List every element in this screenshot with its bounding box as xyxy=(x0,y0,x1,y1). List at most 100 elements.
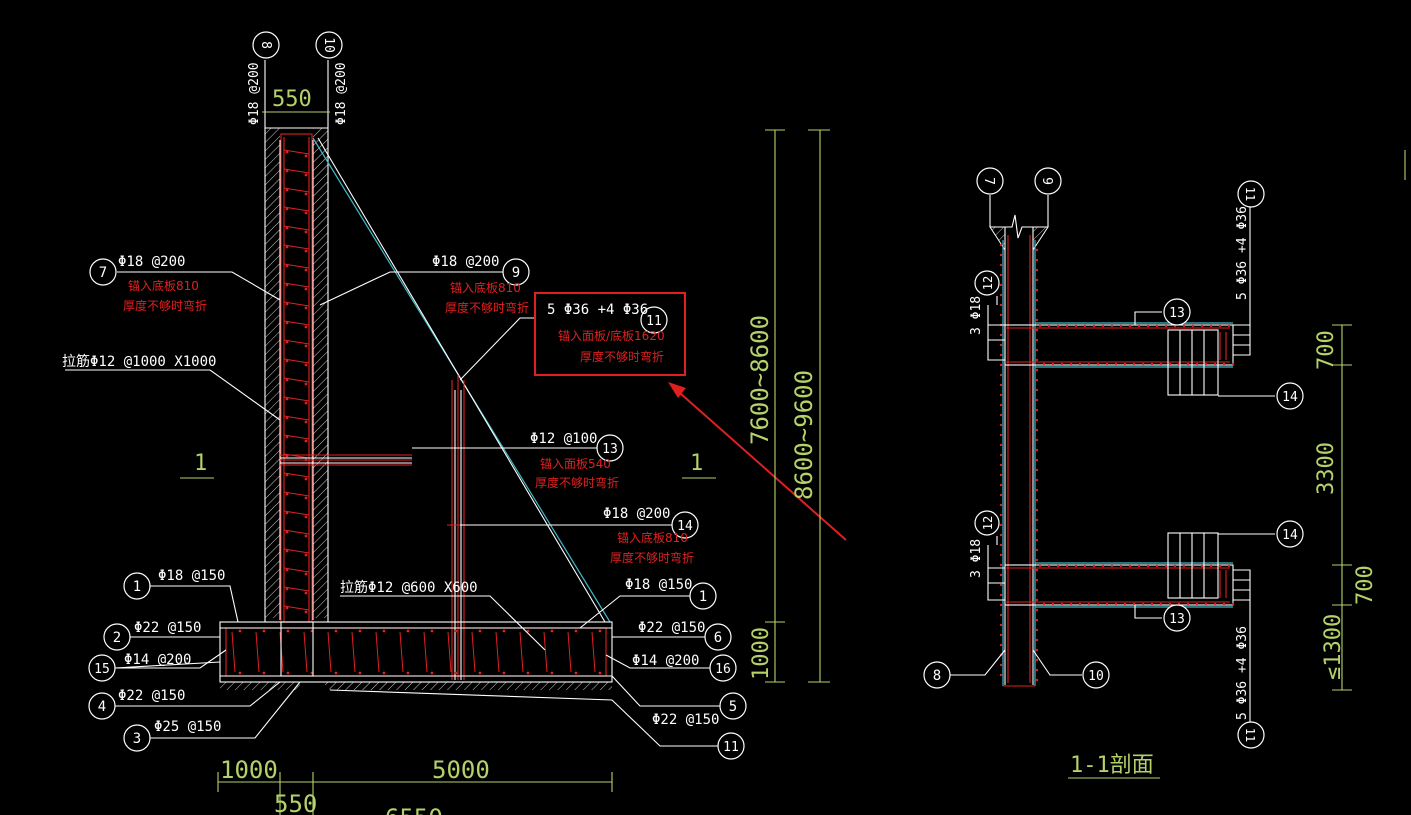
rebar-dot xyxy=(1074,564,1078,568)
rebar-dot xyxy=(1218,564,1222,568)
rebar-dot xyxy=(1042,362,1046,366)
section-bubble-10: 10 xyxy=(1082,661,1110,689)
rebar-dot xyxy=(454,671,458,675)
rebar-dot xyxy=(1078,362,1082,366)
bubble-1-left: 1 xyxy=(123,572,151,600)
rebar-dot xyxy=(1078,602,1082,606)
red-arrow-line xyxy=(671,385,847,541)
label-r4: Φ22 @150 xyxy=(118,688,185,704)
wall-tie-bar xyxy=(283,244,310,250)
rebar-dot xyxy=(526,629,530,633)
rebar-dot xyxy=(304,363,308,367)
svg-text:1: 1 xyxy=(699,589,707,605)
rebar-dot xyxy=(1035,608,1039,612)
rebar-dot xyxy=(1200,564,1204,568)
rebar-dot xyxy=(574,629,578,633)
rebar-dot xyxy=(1227,564,1231,568)
dim-550-top: 550 xyxy=(272,87,312,112)
rebar-dot xyxy=(1035,328,1039,332)
bubble-10-top: 10 xyxy=(315,31,343,59)
rebar-dot xyxy=(358,671,362,675)
note-r14-a: 锚入底板810 xyxy=(617,530,688,545)
rebar-dot xyxy=(999,433,1003,437)
svg-text:8: 8 xyxy=(258,41,273,49)
rebar-dot xyxy=(304,173,308,177)
slab-tie-bar xyxy=(567,631,572,673)
svg-text:11: 11 xyxy=(723,740,739,755)
rebar-dot xyxy=(1035,348,1039,352)
note-r7-b: 厚度不够时弯折 xyxy=(123,298,207,313)
rebar-dot xyxy=(1200,324,1204,328)
rebar-dot xyxy=(502,671,506,675)
wall-tie-bar xyxy=(283,282,310,288)
rebar-dot xyxy=(1035,448,1039,452)
rebar-dot xyxy=(1105,602,1109,606)
label-r1-right: Φ18 @150 xyxy=(625,577,692,593)
section-mark-right: 1 xyxy=(690,451,703,476)
rebar-dot xyxy=(1119,324,1123,328)
bubble-11-bottom: 11 xyxy=(717,732,745,760)
rebar-dot xyxy=(304,439,308,443)
rebar-dot xyxy=(1173,564,1177,568)
slab-tie-bar xyxy=(375,631,380,673)
bubble-2: 2 xyxy=(103,623,131,651)
rebar-dot xyxy=(1213,362,1217,366)
label-r7: Φ18 @200 xyxy=(118,254,185,270)
rebar-dot xyxy=(304,401,308,405)
rebar-dot xyxy=(1195,602,1199,606)
rebar-dot xyxy=(999,373,1003,377)
rebar-dot xyxy=(1231,362,1235,366)
slab-tie-bar xyxy=(231,631,236,673)
rebar-dot xyxy=(1035,468,1039,472)
rebar-dot xyxy=(1035,628,1039,632)
dim-550-bottom: 550 xyxy=(274,790,317,815)
dim-8600-9600: 8600~9600 xyxy=(790,370,818,500)
bubble-16: 16 xyxy=(709,654,737,682)
rebar-dot xyxy=(304,268,308,272)
rebar-dot xyxy=(1035,378,1039,382)
dim-5000: 5000 xyxy=(432,756,490,784)
rebar-dot xyxy=(285,587,289,591)
svg-text:14: 14 xyxy=(677,519,693,534)
svg-text:14: 14 xyxy=(1282,528,1298,543)
highlight-box-rebar-11[interactable] xyxy=(534,292,686,376)
rebar-dot xyxy=(1035,558,1039,562)
bubble-1-right: 1 xyxy=(689,582,717,610)
rebar-dot xyxy=(285,530,289,534)
rebar-dot xyxy=(1168,362,1172,366)
rebar-dot xyxy=(1035,408,1039,412)
svg-text:11: 11 xyxy=(1243,728,1257,742)
svg-text:10: 10 xyxy=(1088,669,1104,684)
rebar-dot xyxy=(430,629,434,633)
rebar-dot xyxy=(1213,602,1217,606)
svg-text:15: 15 xyxy=(94,662,110,677)
svg-text:7: 7 xyxy=(981,177,996,185)
wall-tie-bar xyxy=(283,567,310,573)
rebar-dot xyxy=(1110,564,1114,568)
rebar-dot xyxy=(285,169,289,173)
rebar-dot xyxy=(1035,578,1039,582)
svg-text:13: 13 xyxy=(602,442,618,457)
rebar-dot xyxy=(999,263,1003,267)
rebar-dot xyxy=(1035,508,1039,512)
rebar-dot xyxy=(1087,602,1091,606)
rebar-dot xyxy=(1035,398,1039,402)
section-label-12-top: 3 Φ18 xyxy=(969,296,984,335)
section-mark-left: 1 xyxy=(194,451,207,476)
section-title: 1-1剖面 xyxy=(1070,753,1154,778)
section-dim-1300: ≤1300 xyxy=(1321,614,1346,680)
slab-tie-bar xyxy=(423,631,428,673)
rebar-dot xyxy=(1069,602,1073,606)
wall-tie-bar xyxy=(283,206,310,212)
rebar-dot xyxy=(1035,518,1039,522)
rebar-dot xyxy=(1060,602,1064,606)
rebar-dot xyxy=(1047,564,1051,568)
rebar-dot xyxy=(1038,564,1042,568)
rebar-dot xyxy=(1218,324,1222,328)
rebar-dot xyxy=(1227,324,1231,328)
rebar-dot xyxy=(999,343,1003,347)
rebar-dot xyxy=(304,287,308,291)
bubble-8-top: 8 xyxy=(252,31,280,59)
rebar-dot xyxy=(1035,278,1039,282)
